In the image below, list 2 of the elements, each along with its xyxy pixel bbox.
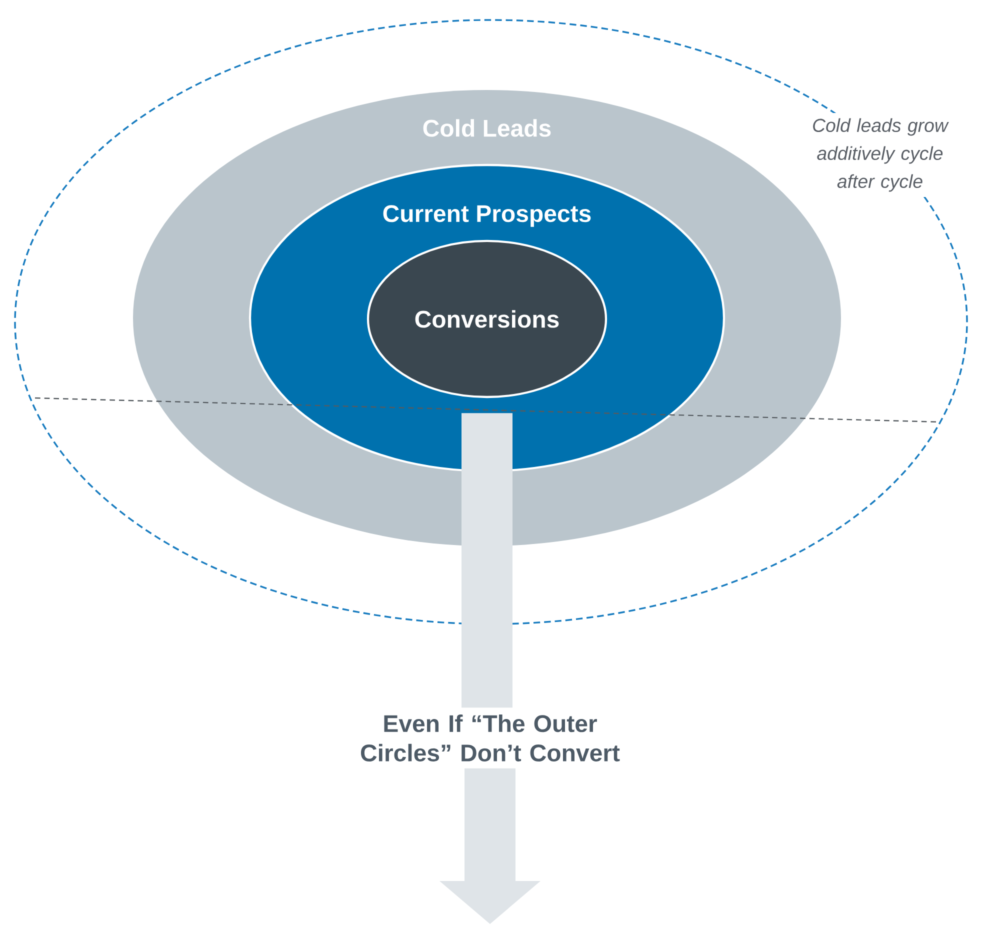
block-arrow (440, 768, 540, 924)
caption-text: Even If “The Outer Circles” Don’t Convert (360, 714, 620, 762)
